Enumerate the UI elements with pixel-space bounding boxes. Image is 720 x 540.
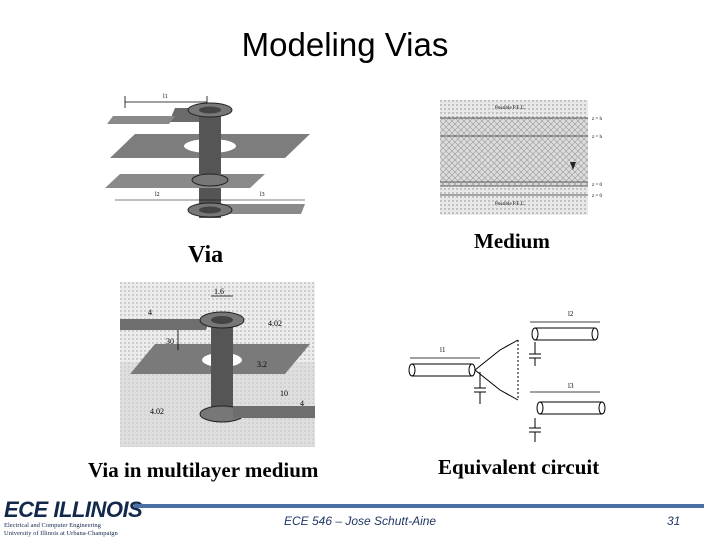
medium-top-label: Possible P.E.C.: [495, 106, 525, 111]
circuit-caption: Equivalent circuit: [438, 455, 600, 479]
page-number: 31: [667, 514, 681, 528]
svg-text:z = 0: z = 0: [592, 194, 603, 199]
via-label-l3: l3: [260, 192, 265, 198]
svg-text:z = h: z = h: [592, 117, 603, 122]
dim-4: 30: [166, 337, 174, 346]
circuit-label-l2: l2: [568, 310, 574, 318]
footer-divider: [134, 504, 704, 508]
multilayer-figure: 1.6 4 4.02 30 3.2 10 4 4.02: [120, 282, 315, 447]
svg-text:z = h: z = h: [592, 135, 603, 140]
logo-subtitle-2: University of Illinois at Urbana-Champai…: [4, 530, 118, 537]
circuit-label-l1: l1: [440, 346, 446, 354]
circuit-label-l3: l3: [568, 382, 574, 390]
dim-1: 1.6: [214, 287, 224, 296]
ece-illinois-logo: ECE ILLINOIS: [4, 497, 143, 522]
via-label-l1: l1: [163, 94, 168, 100]
via-figure: l1 l2 l3: [105, 94, 310, 218]
dim-7: 4: [300, 399, 304, 408]
dim-5: 3.2: [257, 360, 267, 369]
via-label-l2: l2: [155, 192, 160, 198]
dim-2: 4: [148, 308, 152, 317]
medium-bottom-label: Possible P.E.C.: [495, 202, 525, 207]
circuit-figure: l1 l2 l3: [408, 310, 606, 442]
logo-subtitle-1: Electrical and Computer Engineering: [4, 522, 101, 529]
dim-8: 4.02: [150, 407, 164, 416]
slide-title: Modeling Vias: [241, 26, 449, 63]
footer-course: ECE 546 – Jose Schutt-Aine: [284, 514, 437, 528]
svg-text:z = 0: z = 0: [592, 183, 603, 188]
medium-figure: Possible P.E.C. Possible P.E.C. z = h z …: [440, 100, 603, 215]
via-caption: Via: [188, 242, 224, 268]
medium-caption: Medium: [474, 229, 550, 253]
dim-6: 10: [280, 389, 288, 398]
multilayer-caption: Via in multilayer medium: [88, 458, 319, 482]
dim-3: 4.02: [268, 319, 282, 328]
